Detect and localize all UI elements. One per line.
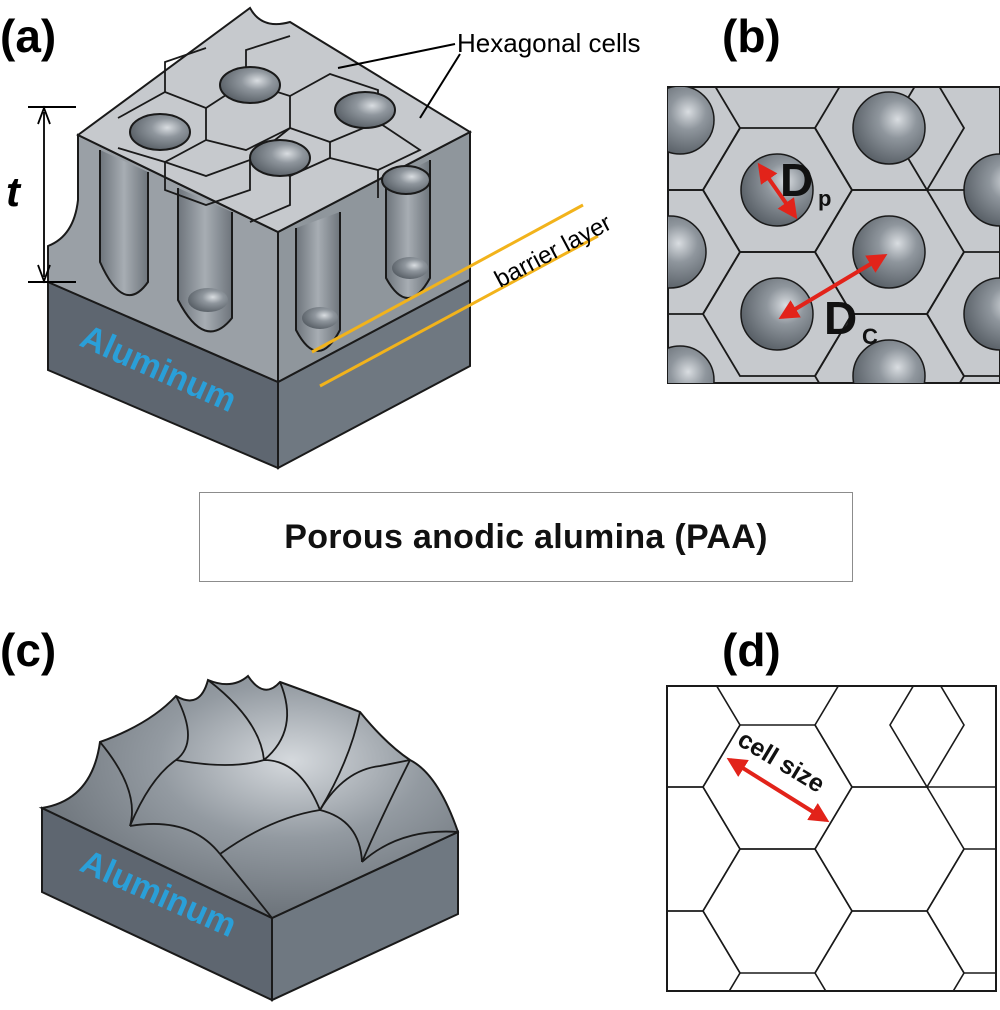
panel-d: (d) cell size <box>666 624 997 992</box>
panel-c: (c) Aluminum <box>0 624 460 1002</box>
pore-diameter-symbol: D <box>780 154 813 206</box>
scallop-edges <box>99 679 459 919</box>
hexagonal-cells-label: Hexagonal cells <box>457 28 641 58</box>
oxide-top-surface <box>76 6 473 234</box>
pore-diameter-subscript: p <box>818 186 831 211</box>
cell-size-arrow <box>726 757 830 823</box>
panel-a-label: (a) <box>0 10 56 62</box>
title-box: Porous anodic alumina (PAA) <box>199 492 853 582</box>
thickness-dimension: t <box>6 105 76 284</box>
interpore-distance-symbol: D <box>824 292 857 344</box>
pore-diameter-arrow <box>757 162 798 220</box>
thickness-symbol: t <box>6 168 22 215</box>
panel-d-label: (d) <box>722 624 781 676</box>
panel-b: (b) <box>667 10 1000 384</box>
pore-openings-top <box>129 66 431 195</box>
hexagonal-cells-annotation: Hexagonal cells <box>337 28 641 119</box>
top-view-frame <box>667 86 1000 384</box>
cell-boundaries-d <box>667 686 996 991</box>
panel-a: (a) <box>0 6 641 470</box>
figure-title: Porous anodic alumina (PAA) <box>284 517 768 556</box>
interpore-distance-arrow <box>778 253 888 320</box>
cell-pattern-frame <box>666 685 997 992</box>
pore-channels-front <box>99 150 431 352</box>
panel-c-label: (c) <box>0 624 56 676</box>
panel-b-label: (b) <box>722 10 781 62</box>
interpore-distance-subscript: C <box>862 324 878 349</box>
